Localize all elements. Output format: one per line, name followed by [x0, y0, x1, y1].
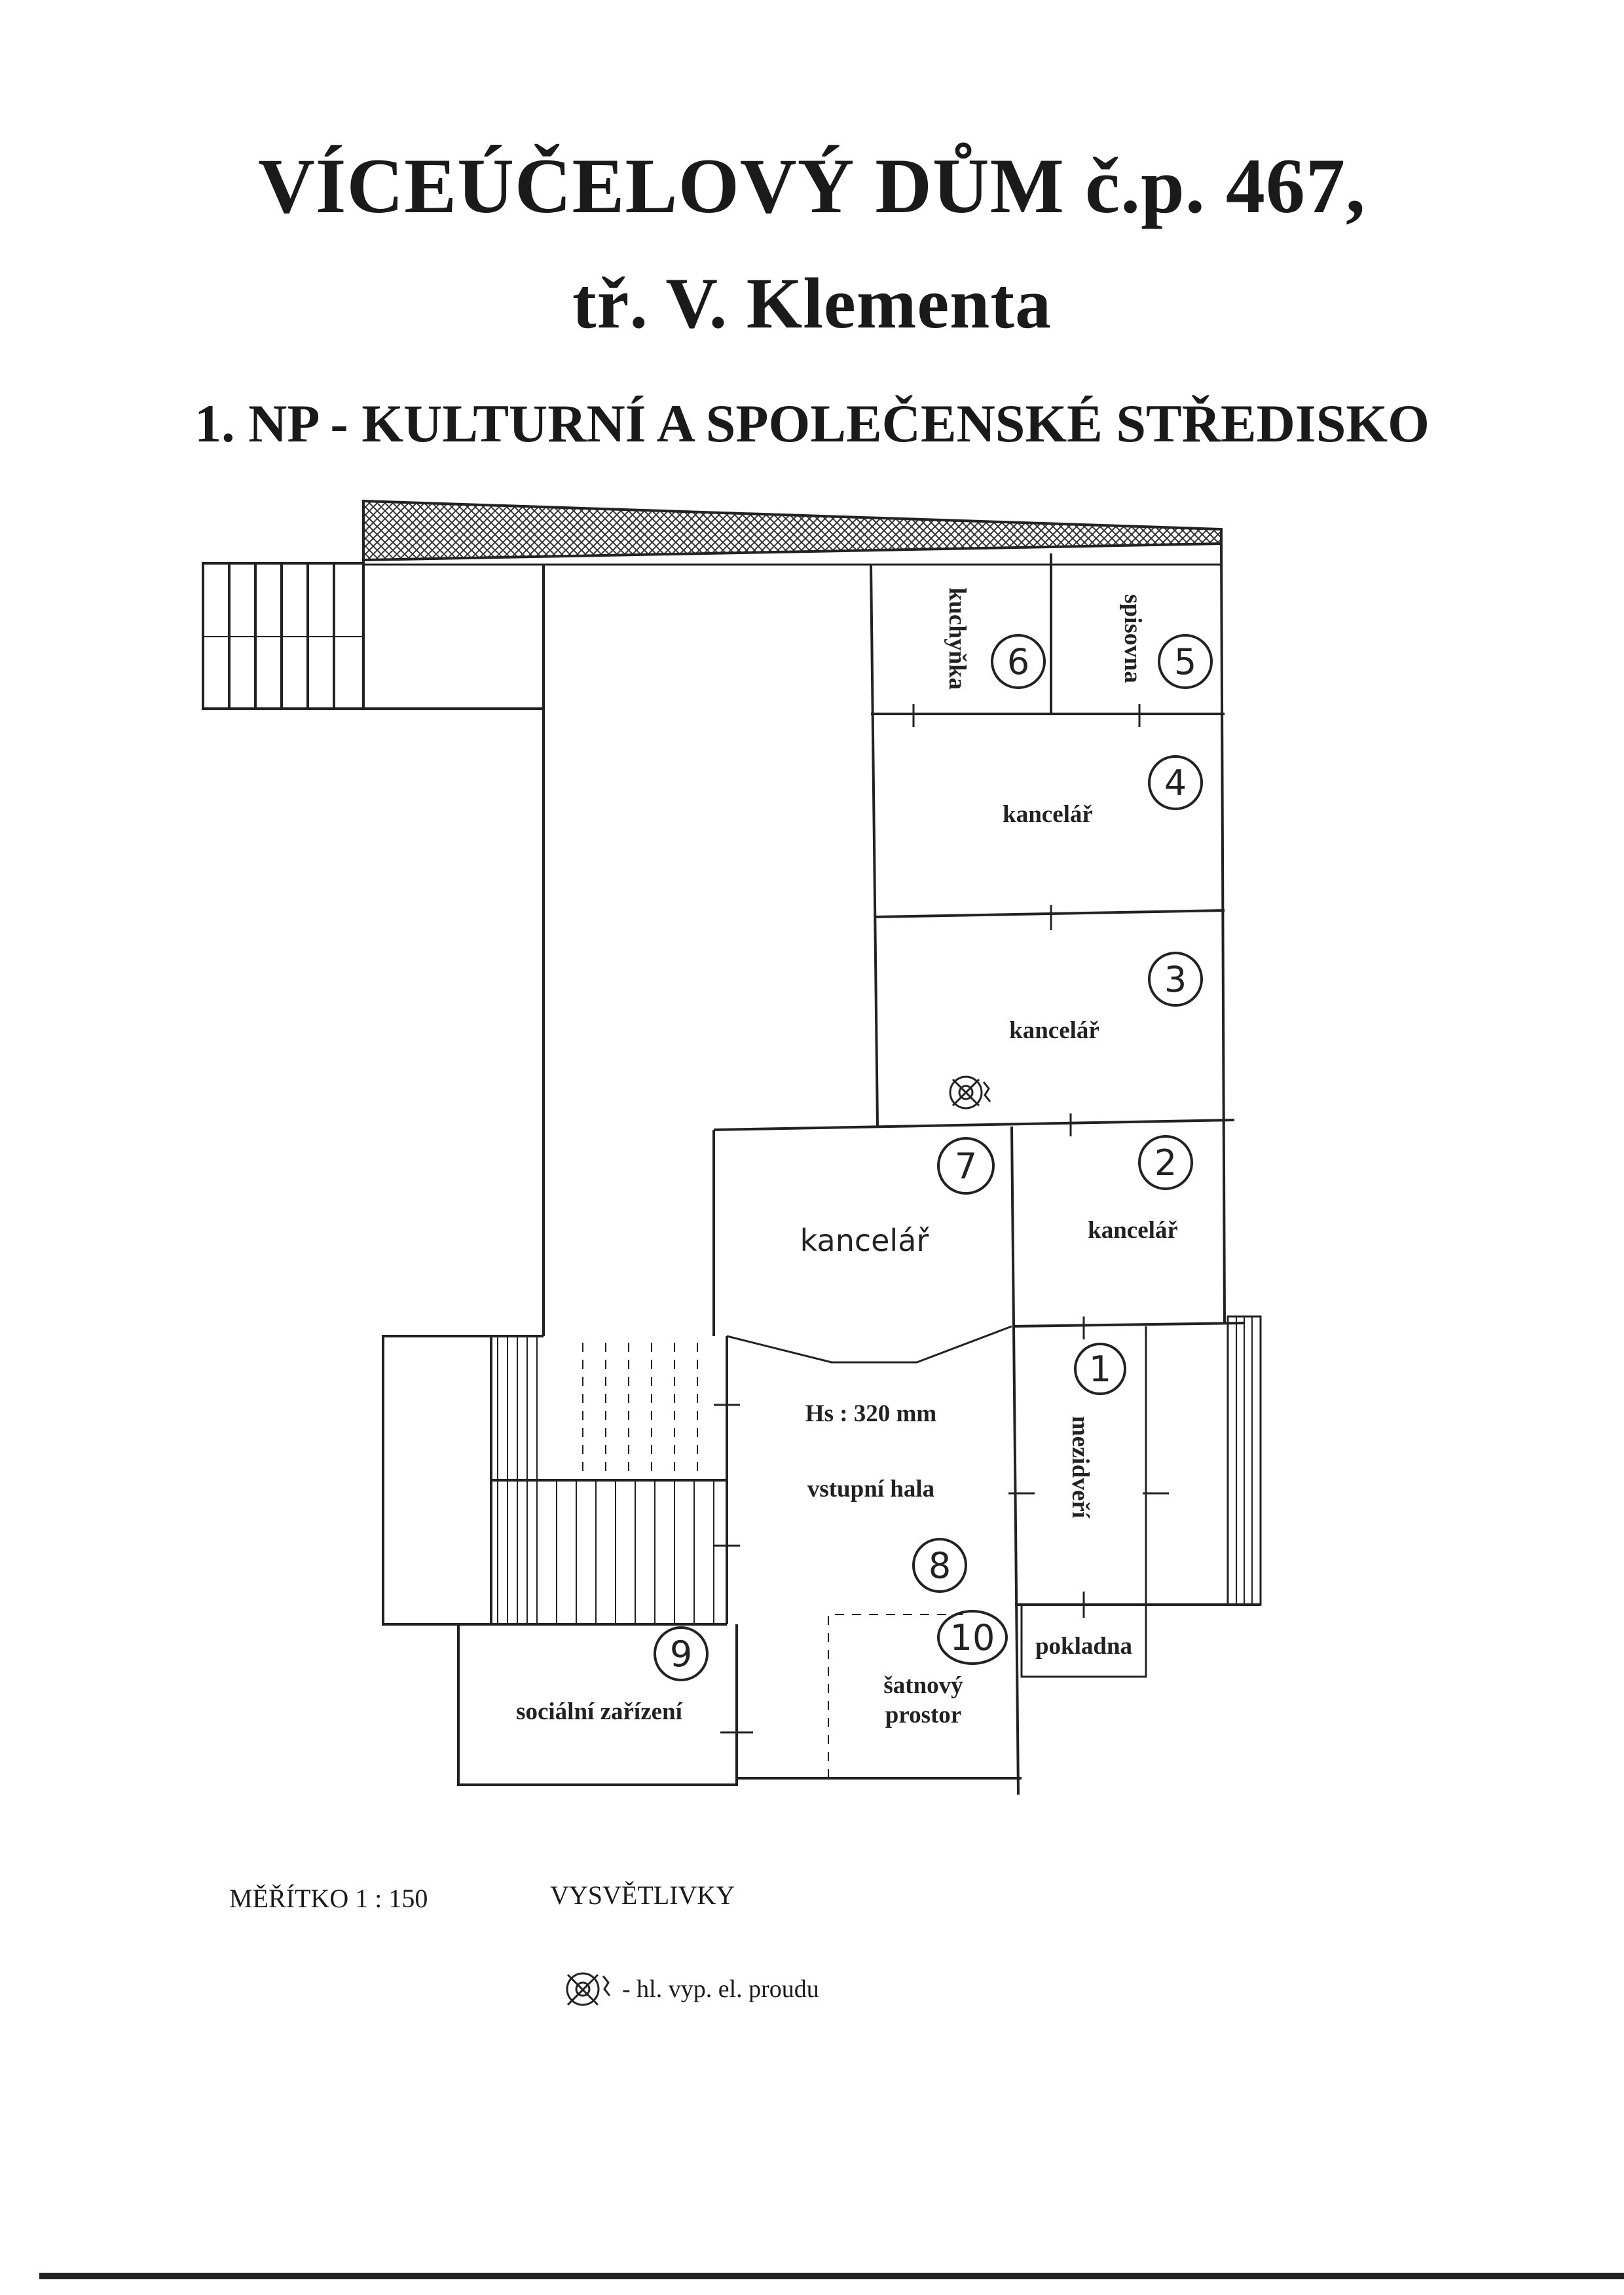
room-2-number: 2 — [1154, 1142, 1177, 1184]
room-2-label: kancelář — [1088, 1217, 1178, 1244]
room-1-label: mezidveří — [1067, 1416, 1094, 1519]
hatched-strip — [362, 499, 1223, 562]
room-6-number: 6 — [1007, 641, 1029, 682]
room-5-label: spisovna — [1119, 594, 1146, 683]
room-2-marker — [1138, 1135, 1193, 1190]
room-8-number: 8 — [929, 1545, 951, 1586]
room-7-marker — [937, 1137, 995, 1195]
room-4-number: 4 — [1164, 762, 1187, 804]
room-6-marker — [991, 634, 1046, 689]
scale-label: MĚŘÍTKO 1 : 150 — [229, 1884, 428, 1913]
room-5-marker — [1158, 634, 1213, 689]
legend-item: - hl. vyp. el. proudu — [622, 1975, 819, 2003]
room-8-label: vstupní hala — [807, 1476, 934, 1502]
room-9-label: sociální zařízení — [516, 1698, 683, 1725]
room-3-label: kancelář — [1009, 1017, 1099, 1044]
legend-title: VYSVĚTLIVKY — [550, 1880, 735, 1910]
left-stairs — [382, 1335, 740, 1626]
room-6-label: kuchyňka — [944, 588, 970, 690]
room-4-marker — [1148, 755, 1203, 810]
room-3-marker — [1148, 952, 1203, 1007]
room-10-label-line1: šatnový — [883, 1672, 963, 1699]
floor-title: 1. NP - KULTURNÍ A SPOLEČENSKÉ STŘEDISKO — [194, 394, 1430, 453]
room-10-label-line2: prostor — [885, 1702, 961, 1728]
top-left-stairs — [202, 562, 365, 710]
main-power-switch-icon — [949, 1075, 991, 1110]
bottom-rule — [39, 2273, 1624, 2279]
main-power-switch-icon — [566, 1972, 611, 2006]
room-7-label: kancelář — [800, 1223, 930, 1258]
room-1-marker — [1074, 1343, 1126, 1395]
room-4-label: kancelář — [1003, 801, 1093, 828]
page-title: VÍCEÚČELOVÝ DŮM č.p. 467, — [258, 142, 1366, 229]
page-subtitle: tř. V. Klementa — [572, 263, 1052, 343]
room-5-number: 5 — [1174, 641, 1196, 682]
room-3-number: 3 — [1164, 959, 1187, 1000]
room-8-marker — [912, 1538, 967, 1593]
room-9-number: 9 — [670, 1633, 692, 1675]
room-1-number: 1 — [1089, 1349, 1111, 1390]
room-10-number: 10 — [950, 1617, 995, 1658]
room-9-marker — [654, 1626, 709, 1681]
room-7-number: 7 — [955, 1146, 977, 1187]
hall-height-label: Hs : 320 mm — [805, 1400, 937, 1427]
pokladna-label: pokladna — [1035, 1633, 1132, 1660]
room-10-marker — [937, 1610, 1008, 1665]
